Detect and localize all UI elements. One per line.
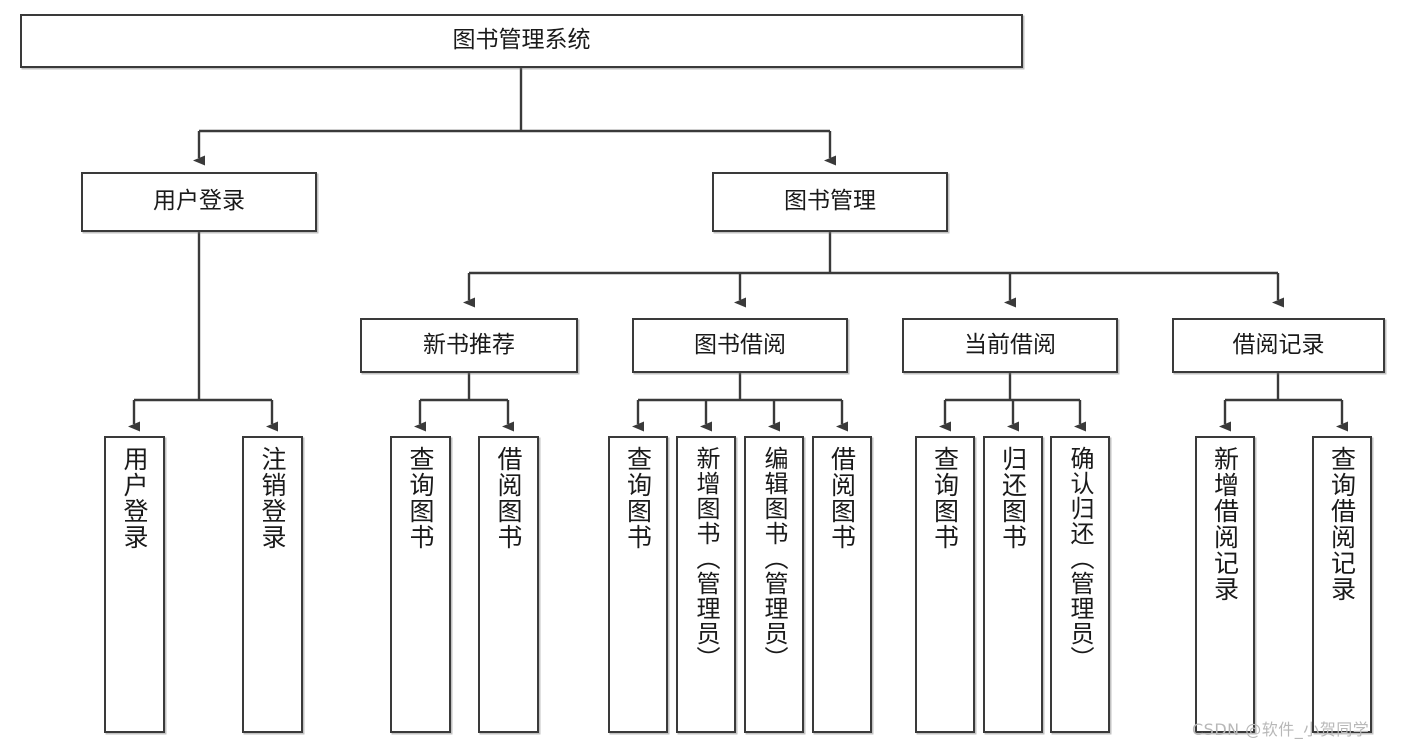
leaf-record-add-record[interactable]: 新增借阅记录 [1195, 436, 1255, 733]
node-label: 图书借阅 [694, 331, 786, 358]
node-label: 查询图书 [623, 446, 653, 550]
leaf-current-return-book[interactable]: 归还图书 [983, 436, 1043, 733]
node-label: 借阅记录 [1232, 331, 1325, 358]
leaf-user-login-login[interactable]: 用户登录 [104, 436, 165, 733]
leaf-current-query-book[interactable]: 查询图书 [915, 436, 975, 733]
node-new-book-recommendation[interactable]: 新书推荐 [360, 318, 578, 373]
leaf-new-book-borrow[interactable]: 借阅图书 [478, 436, 539, 733]
leaf-current-confirm-return-admin[interactable]: 确认归还（管理员） [1050, 436, 1110, 733]
node-label: 编辑图书（管理员） [760, 446, 788, 671]
leaf-new-book-query[interactable]: 查询图书 [390, 436, 451, 733]
node-label: 借阅图书 [494, 446, 523, 550]
node-user-login[interactable]: 用户登录 [81, 172, 317, 232]
node-label: 借阅图书 [827, 446, 857, 550]
node-label: 当前借阅 [964, 331, 1056, 358]
node-label: 注销登录 [258, 446, 287, 550]
leaf-borrow-query-book[interactable]: 查询图书 [608, 436, 668, 733]
node-label: 查询图书 [406, 446, 435, 550]
leaf-borrow-add-book-admin[interactable]: 新增图书（管理员） [676, 436, 736, 733]
node-label: 新增借阅记录 [1210, 446, 1240, 602]
node-label: 图书管理 [784, 188, 876, 215]
leaf-borrow-borrow-book[interactable]: 借阅图书 [812, 436, 872, 733]
node-root-system[interactable]: 图书管理系统 [20, 14, 1023, 68]
node-label: 用户登录 [153, 188, 245, 215]
node-book-borrowing[interactable]: 图书借阅 [632, 318, 848, 373]
node-label: 用户登录 [120, 446, 149, 550]
node-label: 确认归还（管理员） [1066, 446, 1094, 671]
node-label: 新书推荐 [423, 331, 515, 358]
node-label: 新增图书（管理员） [692, 446, 720, 671]
leaf-user-login-logout[interactable]: 注销登录 [242, 436, 303, 733]
node-borrow-records[interactable]: 借阅记录 [1172, 318, 1385, 373]
node-book-management[interactable]: 图书管理 [712, 172, 948, 232]
node-label: 查询借阅记录 [1327, 446, 1357, 602]
leaf-record-query-record[interactable]: 查询借阅记录 [1312, 436, 1372, 733]
node-label: 查询图书 [930, 446, 960, 550]
leaf-borrow-edit-book-admin[interactable]: 编辑图书（管理员） [744, 436, 804, 733]
node-current-borrowing[interactable]: 当前借阅 [902, 318, 1118, 373]
node-label: 归还图书 [998, 446, 1028, 550]
node-label: 图书管理系统 [452, 27, 591, 54]
